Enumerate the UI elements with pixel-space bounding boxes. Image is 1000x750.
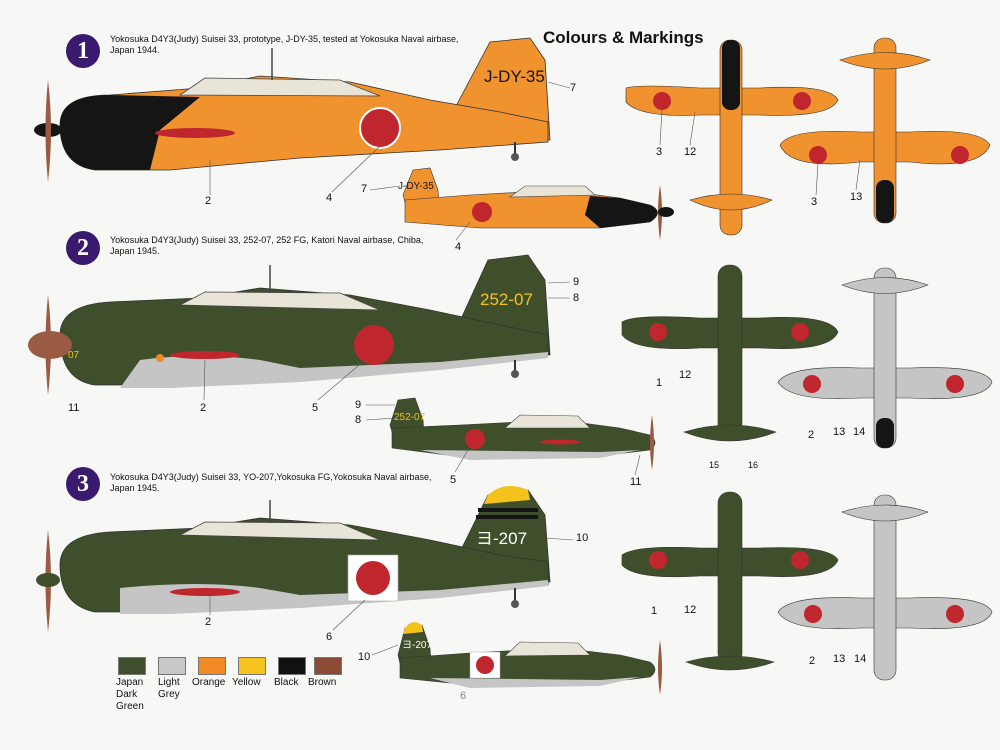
legend-swatch-black [278,657,306,675]
callout: 12 [684,146,697,158]
callout: 9 [573,276,580,288]
callout: 6 [460,690,467,702]
callout: 8 [355,414,362,426]
legend-label: Light Grey [158,677,180,700]
v1-side-small: J-DY-35 [398,167,674,240]
v2-nose-code: 07 [68,350,80,361]
legend-label: Brown [308,677,337,688]
legend-label: Orange [192,677,226,688]
callout: 2 [808,429,815,441]
callout: 13 [850,191,863,203]
variant-3-badge: 3 [66,467,100,501]
variant-3-description: Yokosuka D4Y3(Judy) Suisei 33, YO-207,Yo… [110,472,432,493]
legend-swatch-brown [314,657,342,675]
legend-label: Black [274,677,299,688]
legend-label: Japan Dark Green [116,677,144,712]
callout: 8 [573,292,580,304]
variant-1-badge: 1 [66,34,100,68]
callout: 5 [450,474,457,486]
legend-swatch-light-grey [158,657,186,675]
callout: 11 [630,476,642,488]
v2-top-view [621,264,839,442]
callout: 2 [809,655,816,667]
legend-label: Yellow [232,677,261,688]
callout: 6 [326,631,333,643]
callout: 11 [68,402,80,414]
legend-swatch-yellow [238,657,266,675]
callout: 3 [656,146,663,158]
callout: 2 [200,402,207,414]
callout: 10 [358,651,371,663]
v2-small-code: 252-07 [394,412,426,423]
v1-large-code: J-DY-35 [484,67,545,86]
callout: 1 [651,605,658,617]
callout: 7 [361,183,368,195]
callout: 4 [455,241,462,253]
variant-2-description: Yokosuka D4Y3(Judy) Suisei 33, 252-07, 2… [110,235,424,256]
callout: 4 [326,192,333,204]
v2-side-large: 252-07 07 [28,254,551,395]
callout: 3 [811,196,818,208]
callout: 9 [355,399,362,411]
callout: 2 [205,616,212,628]
callout: 5 [312,402,319,414]
callout: 15 [709,460,720,470]
v3-top-view [621,491,839,671]
v1-bottom-view [779,37,991,224]
callout: 12 [679,369,692,381]
v2-side-small: 252-07 [389,397,656,470]
v1-small-code: J-DY-35 [398,181,434,192]
v3-bottom-view [777,494,993,681]
v3-small-code: ヨ-207 [402,640,432,651]
legend-swatch-orange [198,657,226,675]
callout: 12 [684,604,697,616]
callout: 2 [205,195,212,207]
callout: 10 [576,532,589,544]
page-title: Colours & Markings [543,28,704,47]
v1-side-large: J-DY-35 [34,37,551,182]
legend-swatch-japan-dark-green [118,657,146,675]
variant-2-badge: 2 [66,231,100,265]
v2-large-code: 252-07 [480,290,533,309]
callout: 1 [656,377,663,389]
v3-side-large: ヨ-207 [36,486,551,632]
callout: 14 [853,426,866,438]
callout: 13 [833,653,846,665]
v1-top-view [625,39,839,236]
v2-bottom-view [777,267,993,449]
v3-large-code: ヨ-207 [476,529,527,548]
callout: 13 [833,426,846,438]
callout: 14 [854,653,867,665]
variant-1-description: Yokosuka D4Y3(Judy) Suisei 33, prototype… [110,34,459,55]
callout: 16 [748,460,759,470]
callout: 7 [570,82,577,94]
v3-side-small: ヨ-207 [397,622,662,695]
